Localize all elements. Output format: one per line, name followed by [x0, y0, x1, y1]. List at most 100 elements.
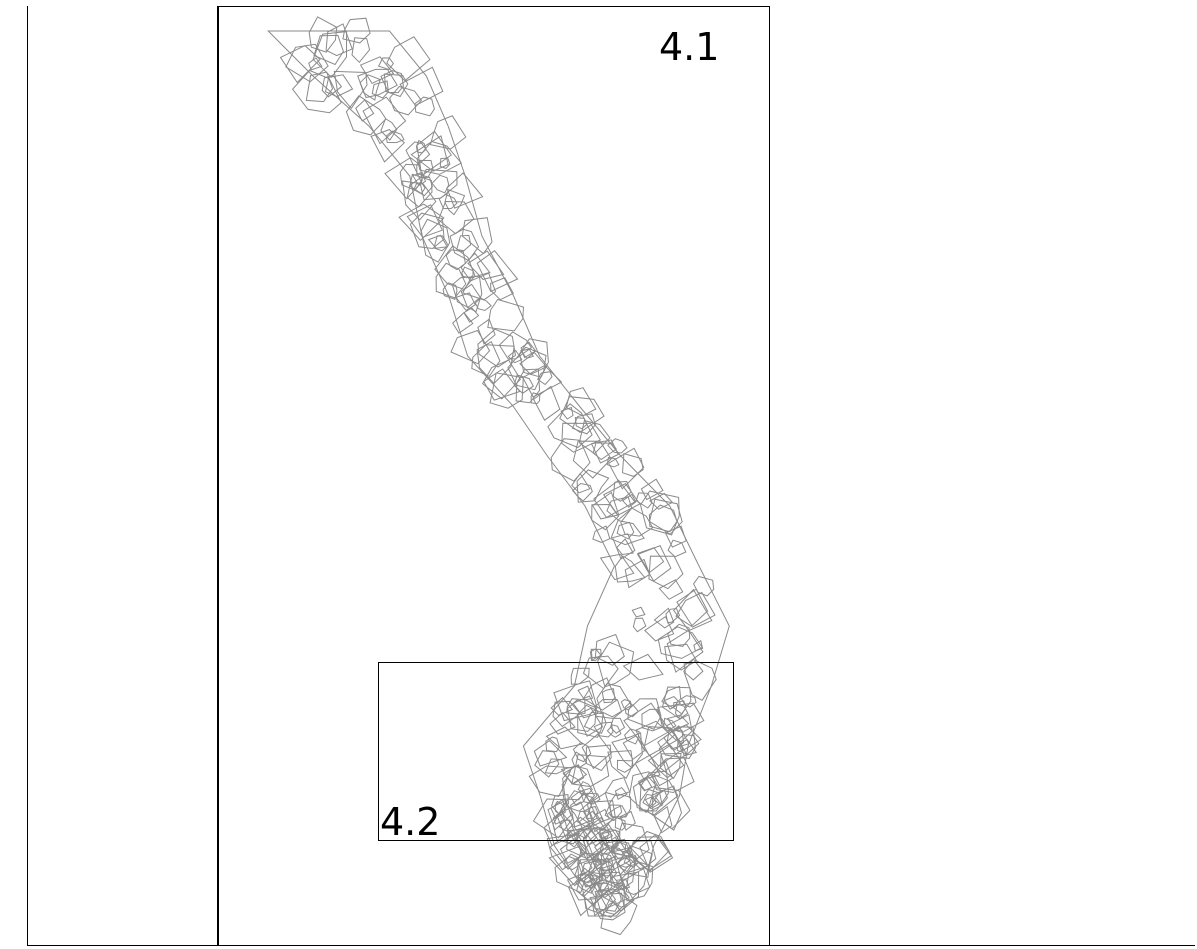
- parcel: [533, 740, 568, 767]
- parcel: [556, 801, 591, 840]
- parcel: [564, 853, 579, 871]
- parcel: [673, 700, 687, 715]
- parcel: [476, 250, 519, 293]
- parcel: [604, 804, 623, 822]
- parcel: [582, 677, 618, 711]
- parcel: [620, 699, 632, 711]
- parcel: [534, 750, 560, 778]
- parcel: [359, 56, 395, 85]
- parcel: [620, 507, 654, 537]
- parcel: [582, 826, 609, 863]
- parcel: [683, 661, 704, 681]
- parcel: [583, 711, 607, 734]
- parcel: [693, 575, 715, 597]
- parcel: [483, 368, 521, 401]
- parcel: [570, 790, 585, 807]
- parcel: [435, 262, 467, 299]
- parcel: [550, 798, 566, 820]
- parcel: [412, 171, 427, 187]
- parcel: [452, 311, 474, 334]
- parcel: [442, 282, 458, 300]
- parcel: [600, 889, 638, 936]
- parcel: [621, 452, 644, 477]
- parcel: [401, 180, 437, 221]
- parcel: [409, 212, 445, 250]
- parcel: [321, 74, 343, 98]
- parcel: [604, 777, 631, 797]
- map-panel-frame: [218, 6, 770, 946]
- parcel: [581, 868, 630, 913]
- parcel: [413, 181, 426, 195]
- parcel: [416, 140, 463, 175]
- parcel: [611, 533, 636, 560]
- parcel: [582, 876, 598, 887]
- parcel: [385, 130, 405, 144]
- parcel: [639, 834, 672, 871]
- parcel: [592, 442, 618, 461]
- parcel: [450, 329, 491, 365]
- parcel: [487, 298, 525, 332]
- parcel: [611, 840, 627, 856]
- parcel: [399, 66, 444, 107]
- parcel: [636, 544, 672, 582]
- parcel: [663, 725, 690, 750]
- parcel: [545, 726, 584, 750]
- parcel: [607, 438, 628, 454]
- parcel: [653, 607, 675, 629]
- parcel: [405, 141, 431, 165]
- parcel: [617, 845, 653, 878]
- parcel: [398, 203, 445, 242]
- parcel: [647, 787, 691, 830]
- parcel: [489, 372, 524, 409]
- parcel: [622, 653, 664, 681]
- parcel: [434, 245, 476, 290]
- parcel: [565, 387, 597, 417]
- parcel: [638, 778, 653, 792]
- parcel: [594, 888, 617, 917]
- parcel: [601, 846, 649, 887]
- parcel: [285, 43, 329, 83]
- parcel: [380, 70, 404, 94]
- parcel: [648, 504, 678, 533]
- parcel: [520, 348, 535, 359]
- parcel: [621, 493, 637, 508]
- region-outline: [267, 30, 730, 917]
- parcel: [519, 351, 548, 376]
- parcel-boundaries: [267, 16, 730, 936]
- parcel: [558, 819, 574, 832]
- parcel: [664, 643, 698, 671]
- parcel: [571, 413, 596, 435]
- parcel: [507, 349, 523, 364]
- parcel: [455, 292, 476, 312]
- parcel: [324, 74, 354, 98]
- parcel: [640, 478, 664, 501]
- parcel: [553, 680, 598, 722]
- parcel: [462, 272, 497, 301]
- parcel: [648, 498, 683, 535]
- parcel: [477, 328, 516, 368]
- parcel: [305, 71, 334, 103]
- parcel: [635, 492, 653, 509]
- parcel: [614, 555, 646, 583]
- parcel-map: [267, 16, 730, 936]
- parcel: [680, 695, 697, 708]
- parcel: [599, 871, 640, 908]
- parcel: [623, 702, 671, 747]
- parcel: [571, 472, 591, 494]
- parcel: [460, 252, 491, 282]
- parcel: [561, 774, 586, 801]
- parcel: [552, 700, 581, 728]
- parcel: [279, 45, 321, 84]
- parcel: [520, 341, 537, 359]
- parcel: [592, 851, 615, 877]
- parcel: [477, 318, 496, 345]
- parcel: [654, 789, 668, 806]
- parcel: [456, 234, 472, 252]
- parcel: [612, 822, 650, 860]
- parcel: [507, 346, 547, 391]
- parcel: [550, 438, 591, 482]
- parcel: [675, 591, 716, 628]
- parcel: [312, 31, 348, 79]
- parcel: [614, 786, 628, 801]
- parcel: [427, 234, 449, 249]
